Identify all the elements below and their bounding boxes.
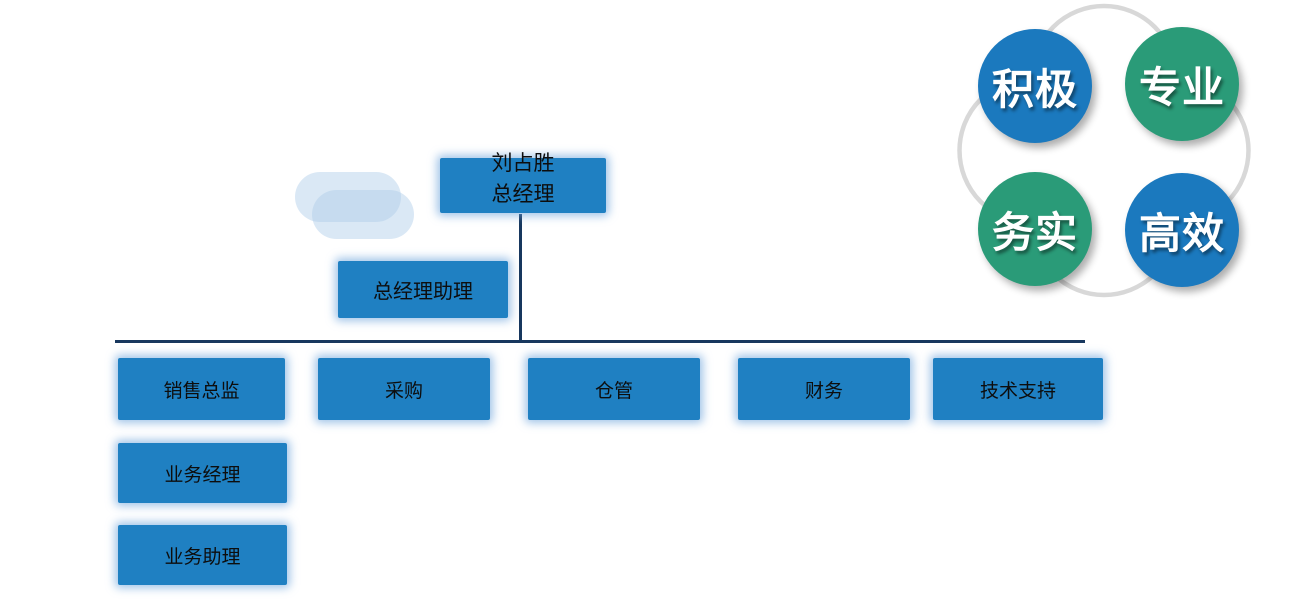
org-box-tech-support: 技术支持 xyxy=(933,358,1103,420)
decorative-pill xyxy=(312,190,414,239)
connector-horizontal-line xyxy=(115,340,1085,343)
org-box-business-assistant: 业务助理 xyxy=(118,525,287,585)
org-box-warehouse: 仓管 xyxy=(528,358,700,420)
value-badge-pragmatic: 务实 xyxy=(978,172,1092,286)
org-box-finance: 财务 xyxy=(738,358,910,420)
org-box-purchasing: 采购 xyxy=(318,358,490,420)
org-box-gm-assistant: 总经理助理 xyxy=(338,261,508,318)
org-box-business-manager: 业务经理 xyxy=(118,443,287,503)
general-manager-title: 总经理 xyxy=(491,182,555,206)
org-box-sales-director: 销售总监 xyxy=(118,358,285,420)
value-badge-positive: 积极 xyxy=(978,29,1092,143)
value-badge-professional: 专业 xyxy=(1125,27,1239,141)
connector-vertical-line xyxy=(519,214,522,342)
general-manager-name: 刘占胜 xyxy=(491,151,555,175)
value-badge-efficient: 高效 xyxy=(1125,173,1239,287)
decorative-pill xyxy=(295,172,401,222)
org-box-general-manager: 刘占胜 总经理 xyxy=(440,152,606,213)
